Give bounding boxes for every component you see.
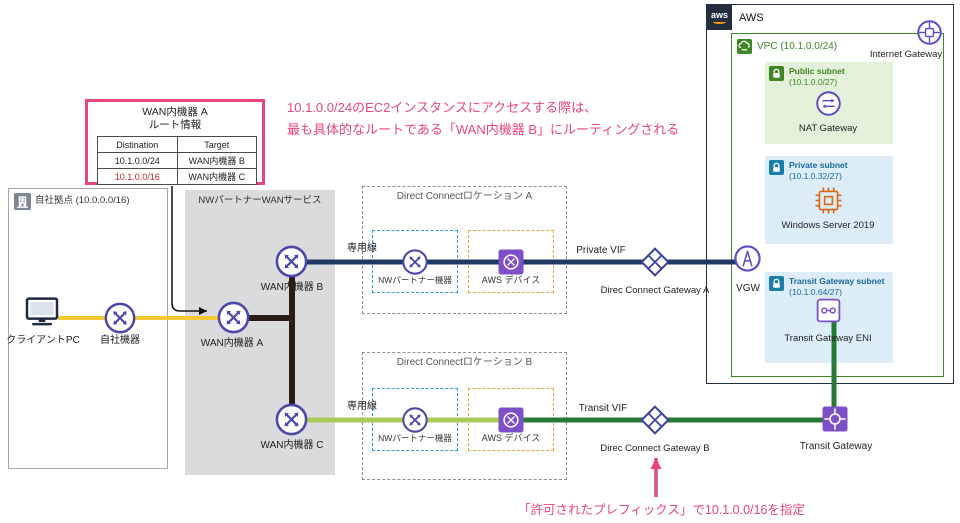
route-cell-target: WAN内機器 C bbox=[176, 168, 257, 185]
onpremise-title: 自社拠点 (10.0.0.0/16) bbox=[35, 195, 130, 206]
transit-vif-label: Transit VIF bbox=[578, 403, 628, 414]
transit-gateway-eni-label: Transit Gateway ENI bbox=[784, 333, 872, 344]
aws-device-a-label: AWS デバイス bbox=[481, 275, 541, 285]
top-annotation-line2: 最も具体的なルートである「WAN内機器 B」にルーティングされる bbox=[287, 122, 680, 137]
vgw-icon bbox=[733, 244, 762, 273]
wan-device-c-label: WAN内機器 C bbox=[260, 440, 324, 451]
aws-smile-icon bbox=[713, 20, 726, 24]
vgw-label: VGW bbox=[736, 283, 760, 294]
private-vif-label: Private VIF bbox=[576, 245, 626, 256]
route-table-title-line2: ルート情報 bbox=[148, 119, 202, 131]
transit-gateway-eni-icon bbox=[814, 296, 843, 325]
transit-gateway-icon bbox=[820, 404, 850, 434]
route-table: WAN内機器 A ルート情報 Distination Target 10.1.0… bbox=[85, 99, 265, 185]
own-device-router-icon bbox=[103, 301, 137, 335]
aws-logo: aws bbox=[707, 5, 732, 30]
dx-gateway-a-icon bbox=[639, 246, 671, 278]
wan-device-b-router-icon bbox=[274, 244, 309, 279]
partner-device-a-label: NWパートナー機器 bbox=[378, 275, 452, 285]
internet-gateway-icon bbox=[916, 19, 943, 46]
aws-logo-text: aws bbox=[710, 10, 728, 20]
onpremise-box: 自社拠点 (10.0.0.0/16) bbox=[8, 188, 168, 469]
public-subnet-name: Public subnet bbox=[789, 66, 845, 76]
dx-gateway-a-label: Direc Connect Gateway A bbox=[600, 285, 710, 296]
partner-device-b-label: NWパートナー機器 bbox=[378, 433, 452, 443]
partner-device-a-router-icon bbox=[401, 248, 429, 276]
transit-gateway-label: Transit Gateway bbox=[799, 441, 873, 452]
aws-title: AWS bbox=[739, 12, 764, 24]
internet-gateway-label: Internet Gateway bbox=[869, 49, 943, 60]
route-cell-destination: 10.1.0.0/16 bbox=[97, 168, 178, 185]
vpc-icon bbox=[737, 39, 752, 54]
private-subnet-icon bbox=[769, 160, 784, 175]
wan-device-a-label: WAN内機器 A bbox=[200, 338, 264, 349]
nat-gateway-label: NAT Gateway bbox=[798, 123, 858, 134]
bottom-annotation: 「許可されたプレフィックス」で10.1.0.0/16を指定 bbox=[518, 503, 805, 517]
aws-device-a-icon bbox=[496, 247, 526, 277]
dx-location-a-box: Direct Connectロケーション A bbox=[362, 186, 567, 314]
nat-gateway-icon bbox=[815, 90, 842, 117]
route-col-target: Target bbox=[176, 136, 257, 153]
route-cell-target: WAN内機器 B bbox=[176, 152, 257, 169]
top-annotation-line1: 10.1.0.0/24のEC2インスタンスにアクセスする際は、 bbox=[287, 100, 598, 115]
aws-device-b-label: AWS デバイス bbox=[481, 433, 541, 443]
private-subnet-cidr: (10.1.0.32/27) bbox=[789, 171, 842, 181]
route-table-grid: Distination Target 10.1.0.0/24 WAN内機器 B … bbox=[97, 136, 257, 185]
wan-device-c-router-icon bbox=[274, 402, 309, 437]
public-subnet-cidr: (10.1.0.0/27) bbox=[789, 77, 838, 87]
dedicated-line-a-label: 専用線 bbox=[347, 243, 377, 254]
private-subnet-box: Private subnet (10.1.0.32/27) bbox=[765, 156, 893, 244]
route-table-header-row: Distination Target bbox=[97, 136, 257, 153]
tgw-subnet-icon bbox=[769, 276, 784, 291]
vpc-title: VPC (10.1.0.0/24) bbox=[757, 41, 838, 52]
private-subnet-name: Private subnet bbox=[789, 160, 848, 170]
dx-gateway-b-label: Direc Connect Gateway B bbox=[600, 443, 710, 454]
dx-location-b-title: Direct Connectロケーション B bbox=[396, 357, 533, 368]
route-cell-destination: 10.1.0.0/24 bbox=[97, 152, 178, 169]
client-pc-icon bbox=[22, 295, 62, 329]
wan-device-a-router-icon bbox=[216, 300, 251, 335]
building-icon bbox=[14, 193, 31, 210]
own-device-label: 自社機器 bbox=[100, 335, 140, 346]
dedicated-line-b-label: 専用線 bbox=[347, 401, 377, 412]
route-table-row: 10.1.0.0/24 WAN内機器 B bbox=[97, 152, 257, 169]
wan-device-b-label: WAN内機器 B bbox=[260, 282, 324, 293]
route-table-title-line1: WAN内機器 A bbox=[142, 106, 208, 118]
partner-device-b-router-icon bbox=[401, 406, 429, 434]
tgw-subnet-cidr: (10.1.0.64/27) bbox=[789, 287, 842, 297]
wan-service-title: NWパートナーWANサービス bbox=[198, 195, 322, 206]
route-col-destination: Distination bbox=[97, 136, 178, 153]
windows-server-icon bbox=[813, 185, 844, 216]
public-subnet-icon bbox=[769, 66, 784, 81]
vpc-box: VPC (10.1.0.0/24) bbox=[731, 33, 944, 377]
route-table-row: 10.1.0.0/16 WAN内機器 C bbox=[97, 168, 257, 185]
dx-location-a-title: Direct Connectロケーション A bbox=[396, 191, 533, 202]
client-pc-label: クライアントPC bbox=[6, 335, 80, 346]
wan-service-box: NWパートナーWANサービス bbox=[185, 190, 335, 475]
aws-device-b-icon bbox=[496, 405, 526, 435]
windows-server-label: Windows Server 2019 bbox=[781, 220, 875, 231]
tgw-subnet-name: Transit Gateway subnet bbox=[789, 276, 885, 286]
